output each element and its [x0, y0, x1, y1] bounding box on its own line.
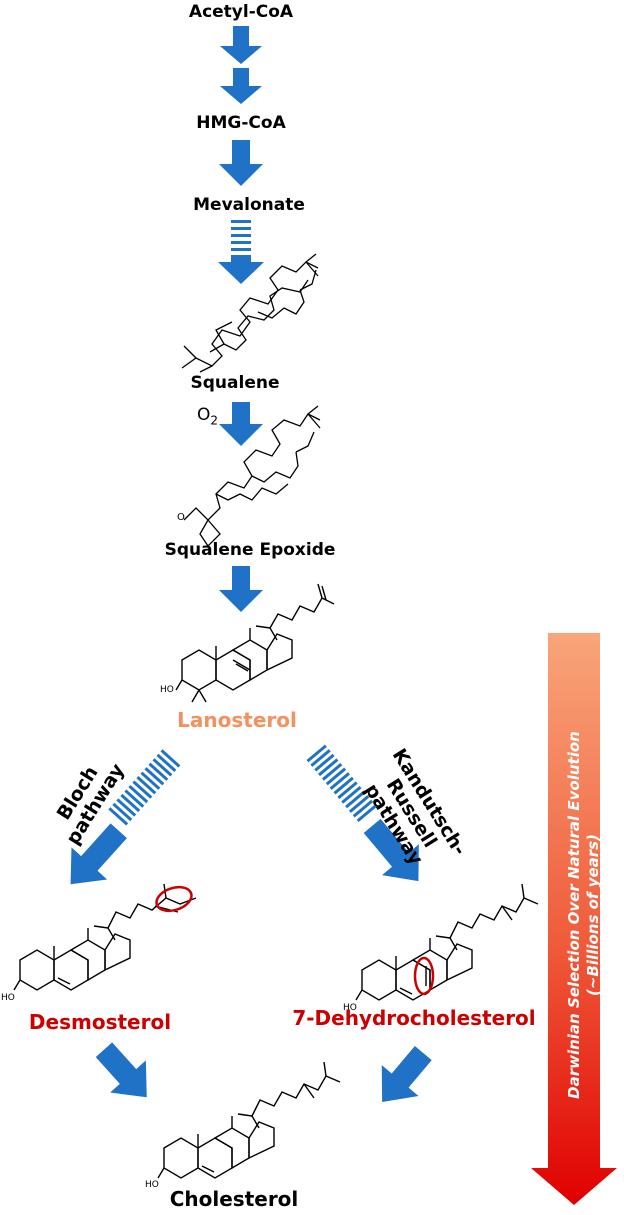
dehydrocholesterol-double-bond-highlight: [413, 956, 435, 996]
node-lanosterol: Lanosterol: [177, 708, 297, 732]
lanosterol-structure: [175, 583, 335, 703]
squalene-structure: [181, 253, 319, 373]
desmosterol-structure: [13, 883, 197, 991]
arrow-hmg-to-mevalonate: [219, 140, 263, 186]
dehydrocholesterol-structure: [355, 883, 539, 1001]
squalene-epoxide-structure: [183, 405, 321, 548]
arrow-mevalonate-to-squalene: [218, 220, 264, 284]
node-hmg-coa: HMG-CoA: [196, 113, 286, 133]
oxygen-symbol: O: [197, 405, 211, 425]
node-cholesterol: Cholesterol: [169, 1187, 299, 1211]
arrow-kandutsch-russell-pathway: [306, 744, 419, 882]
evolution-line-2: (~Billions of years): [584, 834, 602, 996]
cholesterol-ho-label: HO: [145, 1180, 159, 1190]
node-mevalonate: Mevalonate: [193, 195, 305, 215]
node-acetyl-coa: Acetyl-CoA: [188, 2, 294, 22]
desmosterol-double-bond-highlight: [155, 885, 193, 913]
arrow-acetyl-to-hmg: [220, 26, 262, 104]
arrow-epoxide-to-lanosterol: [219, 566, 263, 612]
lanosterol-ho-label: HO: [160, 685, 174, 695]
oxygen-cofactor: O2: [197, 405, 218, 427]
arrow-bloch-pathway: [70, 749, 181, 885]
evolution-gradient-arrow: [531, 633, 617, 1205]
cholesterol-structure: [157, 1061, 341, 1179]
node-squalene-epoxide: Squalene Epoxide: [164, 540, 336, 560]
arrow-desmosterol-to-cholesterol: [95, 1042, 147, 1098]
dehydrocholesterol-ho-label: HO: [343, 1003, 357, 1013]
epoxide-oxygen-label: O: [177, 512, 185, 523]
evolution-caption: Darwinian Selection Over Natural Evoluti…: [565, 615, 603, 1215]
arrow-dehydrocholesterol-to-cholesterol: [381, 1045, 432, 1103]
node-dehydrocholesterol: 7-Dehydrocholesterol: [292, 1006, 536, 1030]
node-squalene: Squalene: [190, 373, 280, 393]
node-desmosterol: Desmosterol: [28, 1010, 172, 1034]
desmosterol-ho-label: HO: [1, 993, 15, 1003]
oxygen-subscript: 2: [210, 413, 219, 428]
evolution-line-1: Darwinian Selection Over Natural Evoluti…: [565, 731, 583, 1099]
arrow-squalene-to-epoxide: [219, 402, 263, 446]
